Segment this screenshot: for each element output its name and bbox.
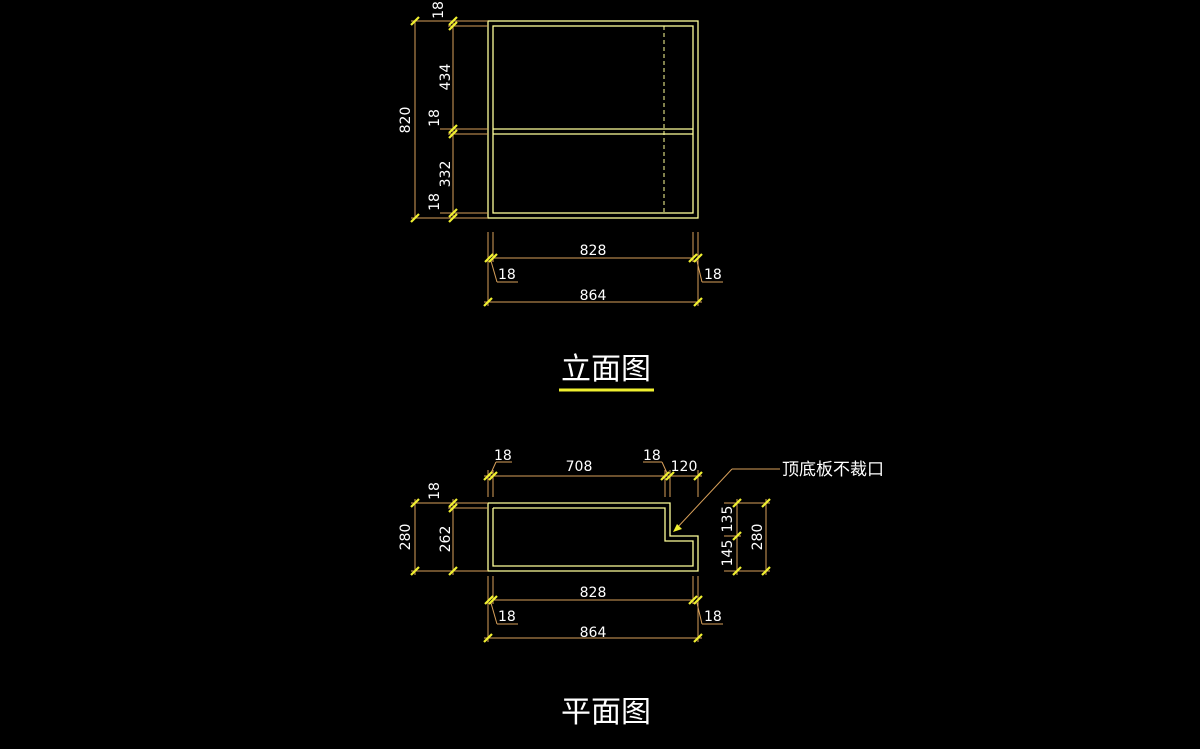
elev-dim-bottom-panel: 18 (427, 193, 443, 211)
plan-top-dimensions (484, 461, 702, 497)
elevation-cabinet (487, 20, 699, 219)
elev-dim-upper-space: 434 (438, 64, 454, 91)
plan-view: 18 708 18 120 18 262 280 (398, 448, 884, 730)
plan-dim-bottom-right-side: 18 (704, 609, 722, 625)
plan-dim-bottom-inner: 828 (580, 585, 607, 601)
plan-inner-outline (492, 507, 694, 567)
elev-dim-overall-height: 820 (398, 107, 414, 134)
elev-dim-lower-space: 332 (438, 161, 454, 188)
plan-dim-right-panel: 18 (643, 448, 661, 464)
elev-dim-shelf: 18 (427, 109, 443, 127)
plan-cabinet (487, 502, 699, 572)
plan-annotation-leader (675, 468, 780, 530)
elev-dim-overall-width: 864 (580, 288, 607, 304)
plan-left-dimensions (411, 499, 488, 575)
elev-dim-right-side: 18 (704, 267, 722, 283)
elevation-left-ticks (410, 16, 458, 223)
elevation-left-dimensions (411, 20, 488, 219)
plan-dim-right-upper: 135 (720, 506, 736, 533)
plan-dim-right-overall: 280 (750, 524, 766, 551)
plan-top-ticks (483, 471, 703, 481)
plan-right-ticks (732, 498, 771, 576)
elev-dim-inner-width: 828 (580, 243, 607, 259)
elevation-title: 立面图 (561, 352, 651, 387)
plan-dim-bottom-overall: 864 (580, 625, 607, 641)
elev-dim-top-panel: 18 (431, 1, 447, 19)
plan-dim-overall-depth: 280 (398, 524, 414, 551)
plan-dim-back-panel: 18 (427, 482, 443, 500)
plan-dim-bottom-left-side: 18 (498, 609, 516, 625)
elevation-bottom-ticks (483, 253, 703, 307)
leader-arrowhead (673, 524, 682, 532)
plan-dim-notch: 120 (671, 459, 698, 475)
cabinet-outer-frame (487, 20, 699, 219)
plan-bottom-ticks (483, 595, 703, 643)
plan-outer-outline (487, 502, 699, 572)
plan-dim-left-panel: 18 (494, 448, 512, 464)
plan-dim-right-lower: 145 (720, 540, 736, 567)
elev-dim-left-side: 18 (498, 267, 516, 283)
cabinet-inner-frame (492, 25, 694, 214)
elevation-view: 18 434 18 332 18 820 (398, 1, 723, 392)
plan-annotation-text: 顶底板不裁口 (782, 460, 884, 480)
plan-dim-inner-width: 708 (566, 459, 593, 475)
plan-dim-inner-depth: 262 (438, 526, 454, 553)
plan-left-ticks (410, 498, 458, 576)
elevation-bottom-dimensions (484, 232, 723, 306)
plan-title: 平面图 (561, 695, 651, 730)
